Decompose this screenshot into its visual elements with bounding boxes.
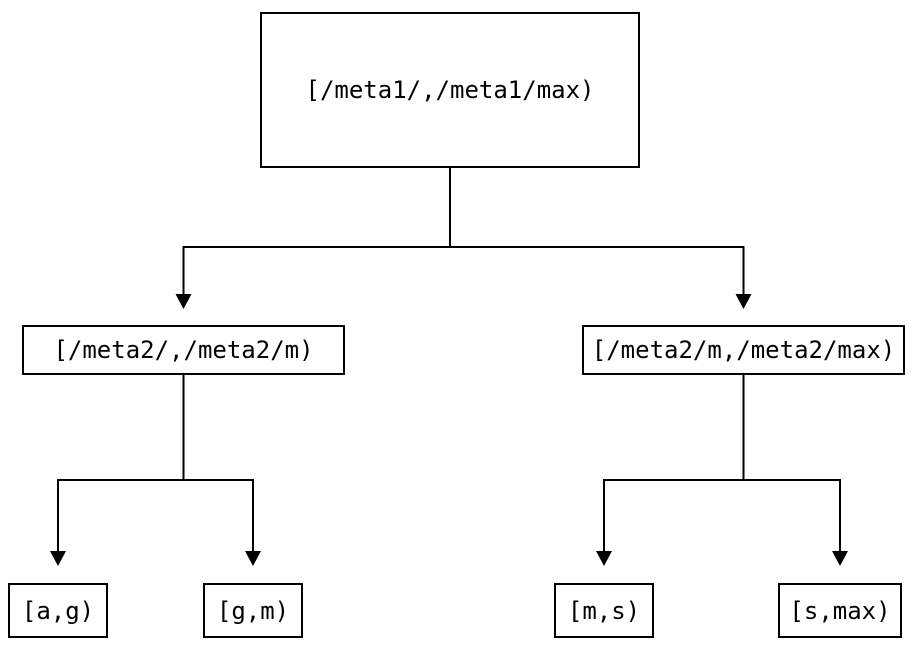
arrow-down-icon	[735, 294, 752, 309]
node-root: [/meta1/,/meta1/max)	[260, 12, 640, 168]
node-leaf-ag-label: [a,g)	[21, 596, 95, 625]
node-leaf-ms-label: [m,s)	[567, 596, 641, 625]
node-leaf-ag: [a,g)	[8, 583, 108, 638]
node-root-label: [/meta1/,/meta1/max)	[305, 76, 595, 104]
arrow-down-icon	[50, 551, 66, 566]
arrow-down-icon	[832, 551, 848, 566]
node-leaf-smax-label: [s,max)	[789, 596, 891, 625]
node-leaf-gm: [g,m)	[203, 583, 303, 638]
node-leaf-smax: [s,max)	[778, 583, 902, 638]
arrow-down-icon	[245, 551, 261, 566]
node-meta2-upper: [/meta2/m,/meta2/max)	[582, 325, 905, 375]
arrow-down-icon	[175, 294, 192, 309]
node-meta2-upper-label: [/meta2/m,/meta2/max)	[591, 336, 896, 364]
node-meta2-lower-label: [/meta2/,/meta2/m)	[53, 336, 314, 364]
node-leaf-gm-label: [g,m)	[216, 596, 290, 625]
node-meta2-lower: [/meta2/,/meta2/m)	[22, 325, 345, 375]
edge-left-children	[50, 375, 261, 566]
node-leaf-ms: [m,s)	[554, 583, 654, 638]
edge-root-children	[175, 168, 752, 309]
arrow-down-icon	[596, 551, 612, 566]
edge-right-children	[596, 375, 848, 566]
